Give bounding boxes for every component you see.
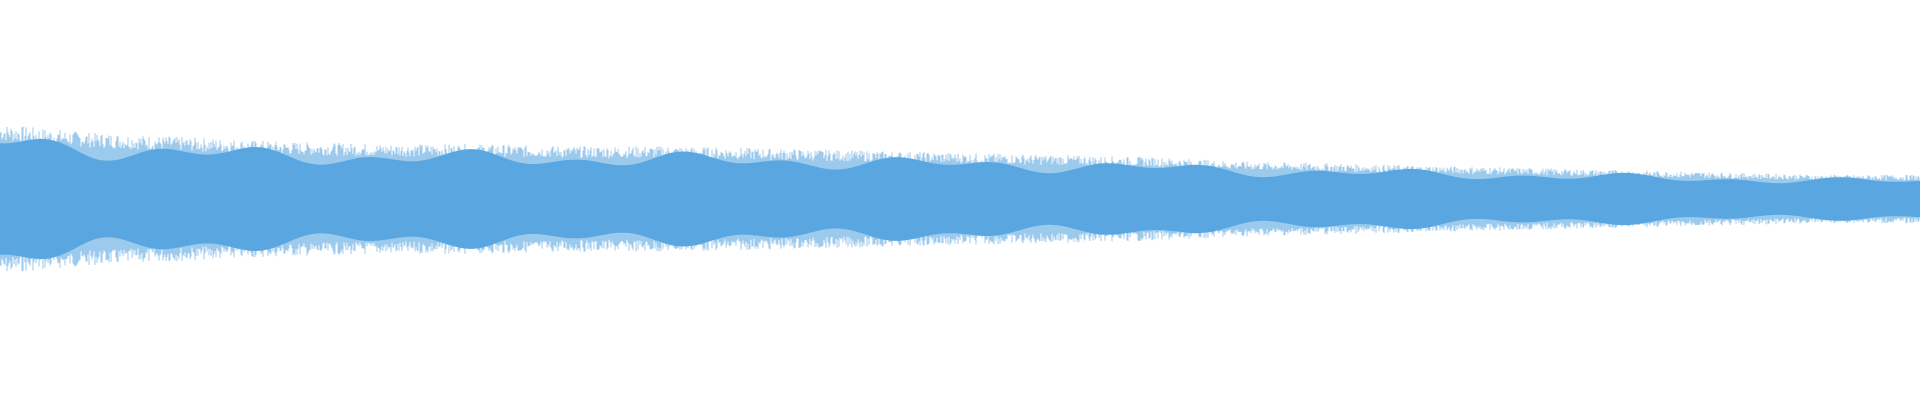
waveform-samples [0,126,1920,272]
